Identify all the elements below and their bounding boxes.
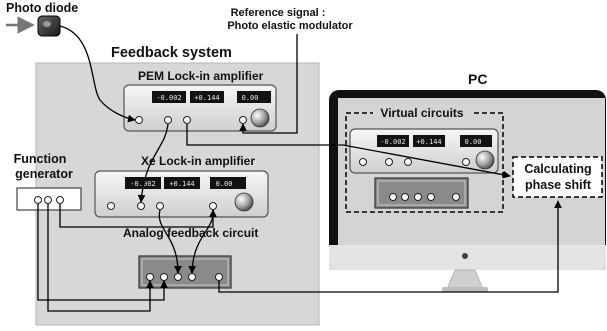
virtual-display-1-value: -0.002: [380, 138, 405, 146]
reference-signal-label: Reference signal :: [231, 7, 326, 19]
xe-lockin-amplifier[interactable]: -0.002 +0.144 0.00: [94, 170, 269, 218]
xe-display-3-value: 0.00: [216, 180, 233, 188]
calculating-phase-shift-box[interactable]: [512, 156, 603, 198]
xe-display-3: [210, 177, 246, 189]
pem-display-2-value: +0.144: [194, 94, 219, 102]
xe-lockin-label: Xe Lock-in amplifier: [141, 154, 255, 168]
pem-display-1: [152, 91, 186, 103]
virtual-display-2: [413, 135, 445, 147]
pem-lockin-amplifier[interactable]: -0.002 +0.144 0.00: [123, 84, 277, 132]
pem-display-2: [190, 91, 224, 103]
virtual-display-2-value: +0.144: [416, 138, 441, 146]
virtual-feedback-circuit[interactable]: [374, 177, 469, 209]
pem-display-3-value: 0.00: [242, 94, 259, 102]
feedback-system-label: Feedback system: [111, 45, 232, 61]
calculating-label: Calculating: [524, 162, 591, 176]
virtual-circuits-label: Virtual circuits: [380, 106, 463, 120]
pem-knob[interactable]: [250, 108, 270, 128]
phase-shift-label: phase shift: [525, 178, 592, 192]
xe-display-1: [125, 177, 161, 189]
apple-logo-icon: [462, 253, 468, 259]
pem-input-connectors[interactable]: [135, 116, 247, 124]
function-generator-label-1: Function: [14, 152, 67, 166]
xe-knob[interactable]: [234, 192, 254, 212]
analog-feedback-circuit[interactable]: [138, 255, 232, 289]
function-generator[interactable]: [16, 187, 82, 211]
signal-wires: [37, 25, 562, 312]
virtual-display-1: [377, 135, 409, 147]
pem-display-1-value: -0.002: [156, 94, 181, 102]
virtual-lockin-amplifier[interactable]: -0.002 +0.144 0.00: [349, 128, 499, 174]
virtual-knob[interactable]: [475, 150, 495, 170]
pem-lockin-label: PEM Lock-in amplifier: [138, 69, 264, 83]
pem-display-3: [237, 91, 271, 103]
analog-feedback-label: Analog feedback circuit: [123, 226, 258, 240]
virtual-display-3-value: 0.00: [465, 138, 482, 146]
photo-diode[interactable]: [37, 15, 61, 37]
xe-display-2: [164, 177, 200, 189]
pc-label: PC: [468, 71, 487, 87]
function-generator-label-2: generator: [15, 167, 73, 181]
photo-diode-label: Photo diode: [6, 1, 78, 15]
reference-signal-source-label: Photo elastic modulator: [227, 20, 353, 32]
virtual-display-3: [460, 135, 492, 147]
xe-input-connectors[interactable]: [107, 202, 217, 210]
xe-display-2-value: +0.144: [169, 180, 194, 188]
